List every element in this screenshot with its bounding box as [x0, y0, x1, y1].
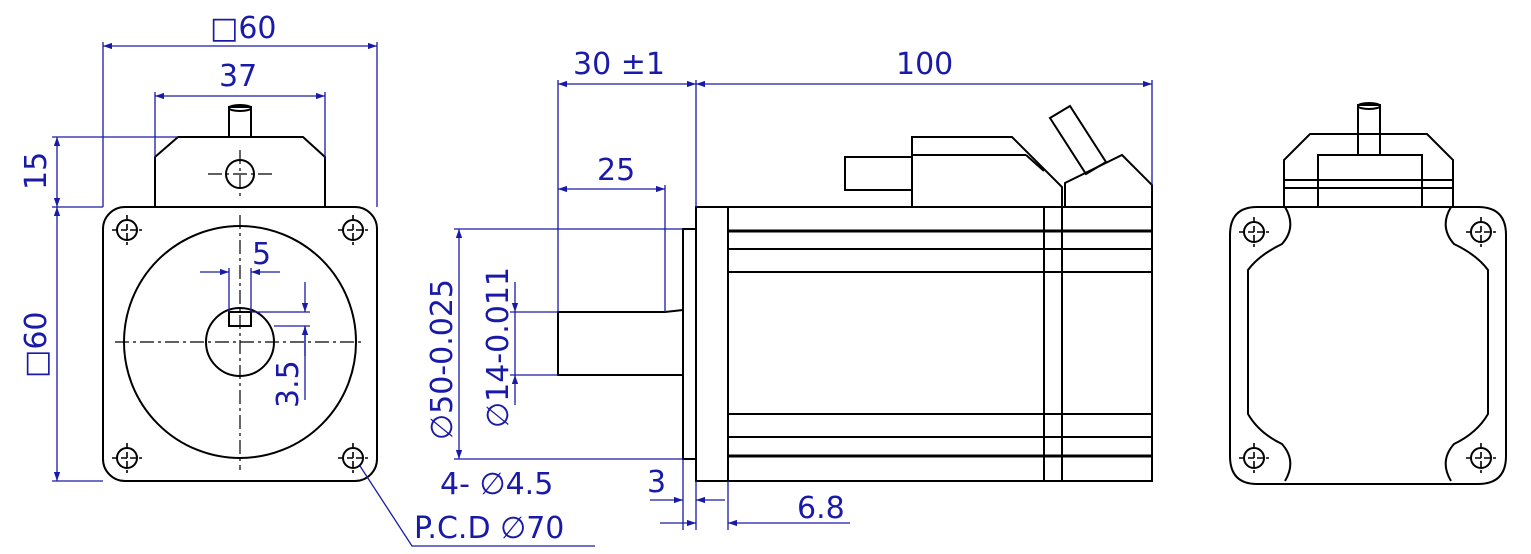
side-body [727, 206, 1153, 482]
rear-connector-pin [1357, 104, 1381, 156]
front-connector-housing [154, 136, 326, 207]
dim-shaft-diameter: ∅14-0.011 [481, 267, 516, 428]
dim-mount-holes: 4- ∅4.5 [440, 467, 553, 502]
rear-connector-housing [1283, 133, 1454, 207]
dim-pilot-diameter: ∅50-0.025 [425, 279, 460, 440]
side-flange [695, 206, 729, 482]
dim-key-length: 25 [597, 153, 635, 188]
dim-flange-square-left: □60 [19, 311, 54, 378]
rear-view [1229, 102, 1507, 485]
front-view [102, 104, 378, 482]
front-top-stub [228, 106, 252, 138]
dim-pilot-offset: 6.8 [797, 491, 845, 526]
side-connector-1-plug [844, 156, 913, 191]
dim-shaft-length: 30 ±1 [573, 47, 665, 82]
side-dimensions: 30 ±1 100 25 ∅50-0.025 ∅14-0.011 3 6.8 [425, 47, 1153, 530]
rear-mount-holes [1239, 217, 1496, 473]
front-dimensions: □60 37 15 □60 5 3.5 4- ∅4.5 P.C.D ∅70 [19, 11, 595, 547]
side-connector-2-plug [1048, 104, 1108, 176]
dim-pilot-height: 15 [19, 152, 54, 190]
front-mount-holes [112, 215, 368, 473]
rear-inner-outline [1247, 206, 1489, 482]
side-connector-1 [911, 136, 1063, 207]
side-shaft [557, 308, 684, 376]
front-flange-outline [102, 206, 378, 482]
dim-key-depth: 3.5 [271, 360, 306, 408]
side-flange-step [682, 228, 697, 460]
dim-flange-thickness: 3 [647, 465, 666, 500]
side-view [557, 104, 1153, 482]
dim-key-width: 5 [252, 237, 271, 272]
dim-body-length: 100 [896, 47, 953, 82]
dim-pcd: P.C.D ∅70 [414, 511, 564, 546]
dim-flange-square-top: □60 [210, 11, 277, 46]
rear-outline [1229, 206, 1507, 485]
side-connector-2 [1064, 153, 1153, 207]
dim-pilot-width: 37 [219, 59, 257, 94]
